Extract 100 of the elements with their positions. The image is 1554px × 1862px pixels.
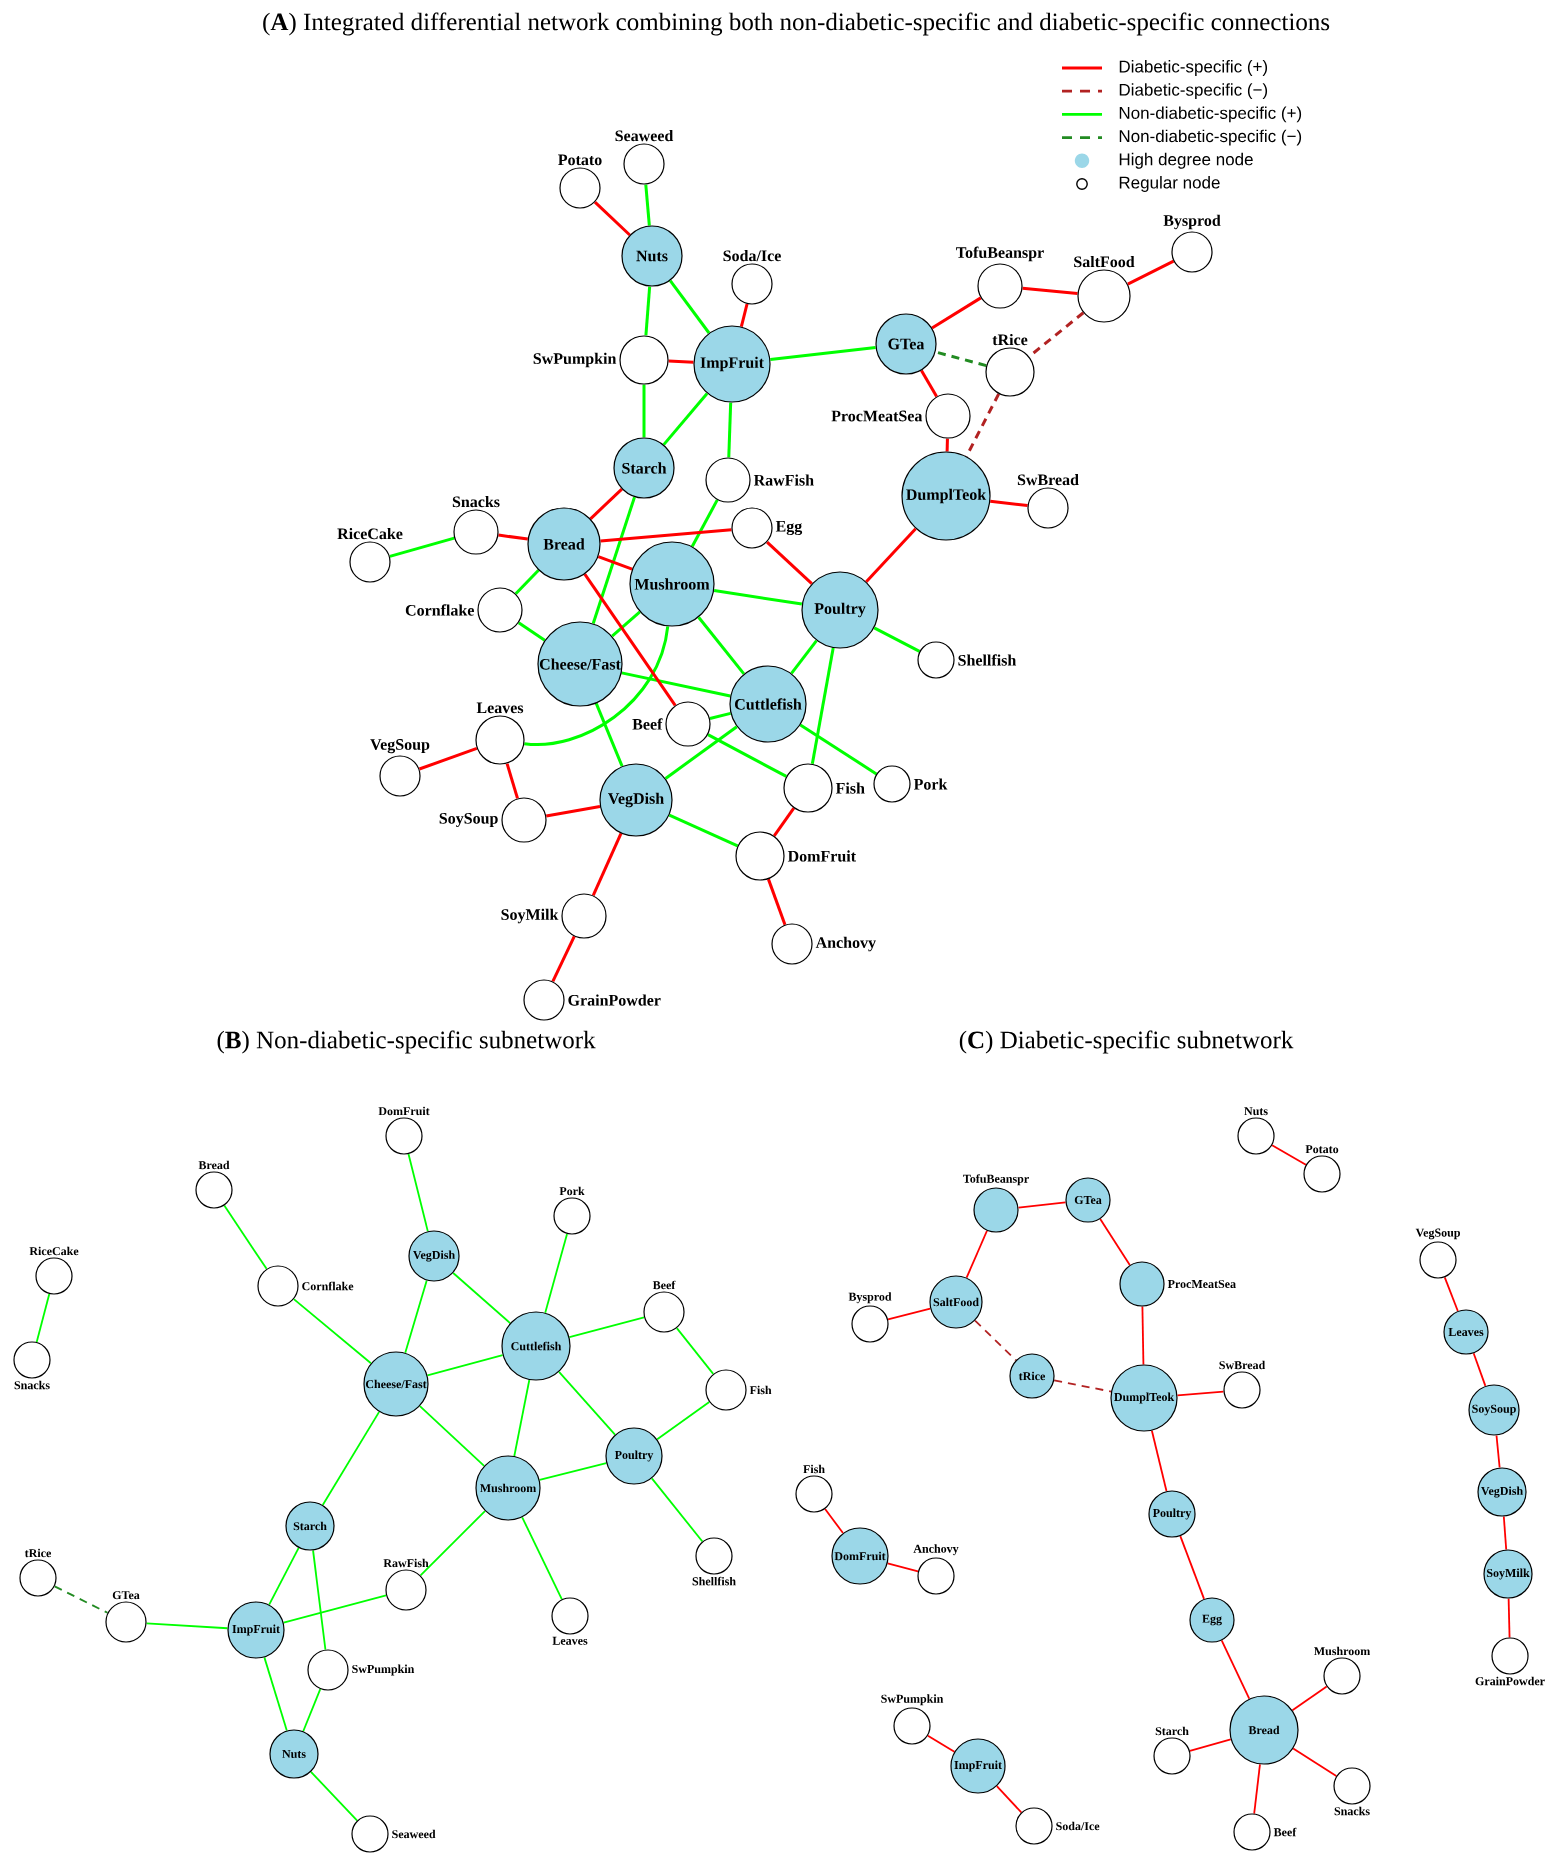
connector — [709, 711, 731, 720]
connector — [945, 438, 949, 452]
connector — [644, 286, 652, 336]
connector — [282, 1594, 387, 1624]
connector — [419, 1510, 486, 1577]
connector — [1022, 286, 1078, 295]
legend-text: Non-diabetic-specific (+) — [1119, 106, 1302, 123]
connector — [583, 573, 677, 707]
connector — [591, 496, 636, 624]
connector — [524, 626, 670, 747]
connector — [404, 1279, 428, 1354]
connector — [1472, 1352, 1487, 1387]
connector — [1141, 1305, 1145, 1366]
node-label: SwPumpkin — [533, 352, 617, 368]
connector — [589, 488, 623, 520]
panel-title: (C) Diabetic-specific subnetwork — [959, 1030, 1294, 1054]
node-label: SwBread — [1017, 473, 1079, 486]
connector — [675, 1327, 715, 1375]
connector — [1151, 1429, 1168, 1492]
connector — [513, 1379, 531, 1457]
legend-text: Regular node — [1119, 176, 1220, 192]
node-label: Egg — [775, 521, 803, 536]
connector — [321, 1411, 380, 1506]
node-label: Beef — [632, 718, 663, 730]
connector — [810, 647, 835, 765]
connector — [498, 533, 528, 541]
node-label: GrainPowder — [568, 994, 661, 1006]
panel-title: (B) Non-diabetic-specific subnetwork — [217, 1030, 596, 1054]
legend-text: Diabetic-specific (−) — [1119, 83, 1268, 100]
connector — [591, 832, 623, 896]
connector — [1291, 1685, 1328, 1712]
connector — [538, 1462, 608, 1481]
connector — [873, 626, 921, 653]
connector — [418, 746, 478, 771]
connector — [664, 725, 738, 780]
node-label: RawFish — [753, 474, 814, 486]
connector — [669, 279, 711, 334]
connector — [965, 1229, 988, 1279]
connector — [310, 1770, 359, 1822]
connector — [600, 528, 732, 543]
connector — [53, 1585, 109, 1614]
connector — [707, 733, 787, 778]
connector — [597, 555, 633, 571]
connector — [1028, 311, 1085, 358]
connector — [865, 527, 917, 583]
connector — [1292, 1747, 1338, 1777]
connector — [772, 807, 796, 837]
legend-text: Diabetic-specific (+) — [1119, 60, 1268, 76]
connector — [223, 1204, 268, 1270]
connector — [544, 1233, 568, 1314]
connector — [302, 1688, 322, 1733]
connector — [621, 671, 731, 698]
connector — [935, 350, 987, 368]
connector — [452, 1272, 511, 1324]
connector — [965, 393, 1001, 458]
node-label: Snacks — [452, 495, 500, 508]
node-label: Bysprod — [1163, 214, 1221, 230]
connector — [927, 1734, 956, 1753]
connector — [1220, 1639, 1251, 1700]
connector — [767, 878, 787, 926]
connector — [268, 1546, 300, 1606]
connector — [35, 1293, 51, 1343]
connector — [920, 369, 938, 398]
connector — [514, 569, 540, 595]
connector — [990, 499, 1028, 508]
connector — [1017, 1201, 1067, 1209]
connector — [594, 702, 624, 767]
connector — [521, 1516, 563, 1601]
connector — [668, 813, 739, 848]
connector — [790, 639, 818, 675]
node-label: Shellfish — [958, 654, 1017, 666]
connector — [568, 1316, 645, 1339]
connector — [739, 303, 749, 327]
connector — [727, 402, 733, 458]
connector — [644, 184, 651, 226]
connector — [1507, 1597, 1511, 1639]
connector — [642, 384, 646, 438]
panel-title: (A) Integrated differential network combining both non-diabetic-specific and diabetic-specific connections — [263, 12, 1330, 36]
connector — [407, 1153, 429, 1233]
connector — [292, 1298, 372, 1365]
node-label: Leaves — [476, 702, 524, 714]
connector — [1271, 1144, 1307, 1166]
node-label: tRice — [992, 333, 1028, 346]
node-label: ProcMeatSea — [831, 410, 923, 422]
connector — [668, 359, 694, 364]
connector — [713, 589, 803, 606]
node-label: RiceCake — [337, 527, 403, 540]
connector — [995, 1785, 1023, 1814]
connector — [1189, 1738, 1232, 1752]
legend-text: Non-diabetic-specific (−) — [1119, 129, 1302, 146]
node-label: VegSoup — [370, 739, 430, 754]
connector — [419, 1405, 485, 1467]
node-label: Cornflake — [405, 604, 474, 616]
connector — [611, 610, 641, 638]
node-label: Pork — [913, 778, 948, 790]
connector — [656, 1401, 711, 1441]
connector — [263, 1656, 288, 1732]
node-label: Anchovy — [815, 936, 876, 952]
node-label: Fish — [835, 782, 865, 794]
connector — [389, 536, 455, 558]
